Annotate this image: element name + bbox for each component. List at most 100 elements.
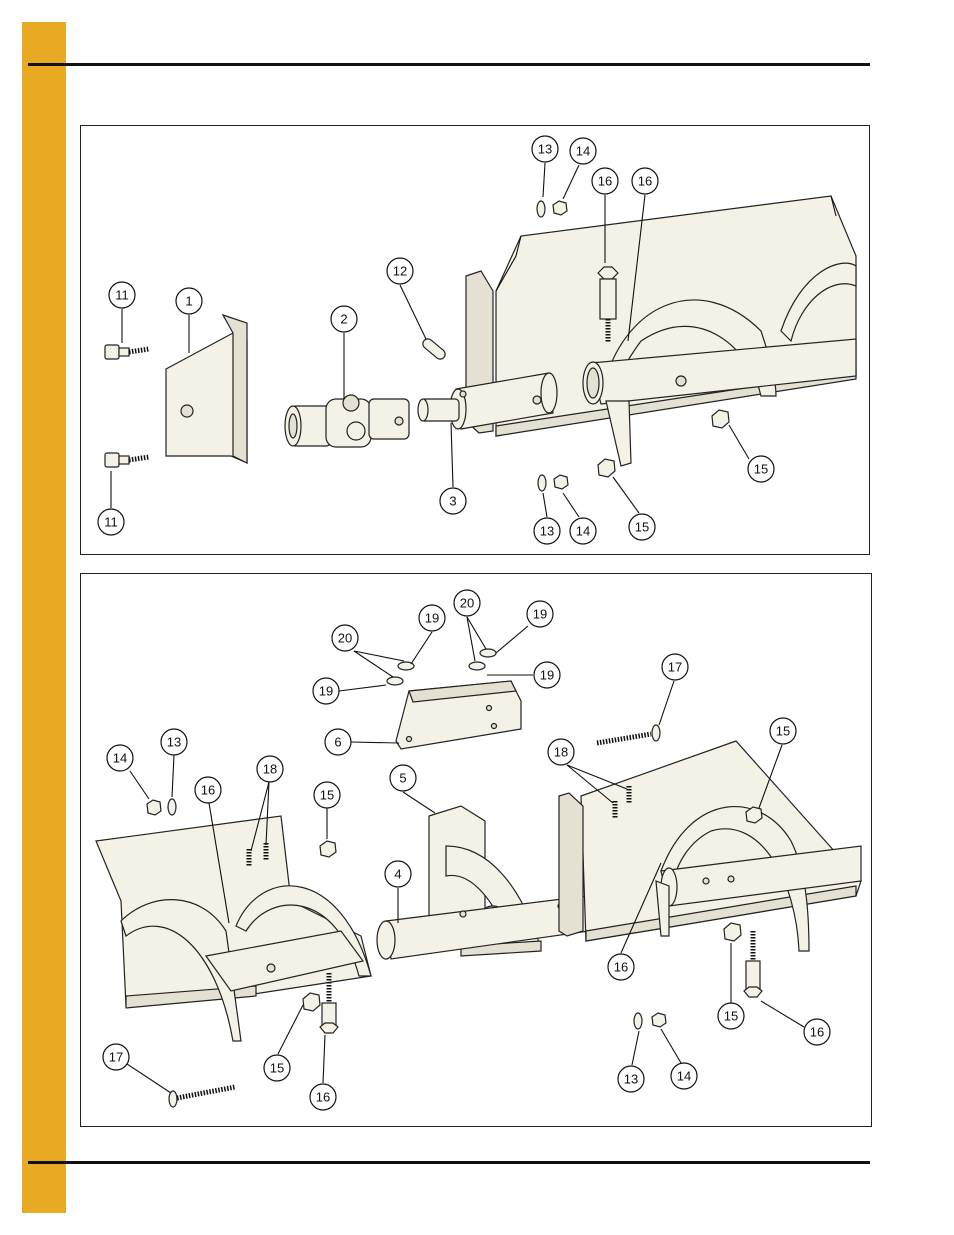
- callout-17-top: 17: [662, 654, 688, 680]
- callout-15-right-bottom: 15: [718, 1003, 744, 1029]
- callout-18-left: 18: [257, 756, 283, 782]
- washer-13-right: [634, 1013, 642, 1029]
- svg-text:14: 14: [113, 751, 127, 766]
- callout-13-top: 13: [532, 136, 558, 162]
- carriage-bolt-lower: [169, 1087, 235, 1107]
- nut-15-right-bottom: [724, 923, 741, 941]
- svg-text:16: 16: [201, 783, 215, 798]
- callout-14-top: 14: [570, 138, 596, 164]
- washer-13-bottom: [538, 475, 546, 491]
- callout-15-bottom: 15: [629, 514, 655, 540]
- svg-text:11: 11: [104, 515, 118, 530]
- nut-15-bottom: [598, 459, 615, 477]
- washer-13-top: [537, 201, 545, 217]
- svg-text:12: 12: [393, 264, 407, 279]
- svg-text:16: 16: [638, 174, 652, 189]
- callout-16-left-top: 16: [195, 777, 221, 803]
- svg-text:15: 15: [270, 1061, 284, 1076]
- svg-text:19: 19: [533, 607, 547, 622]
- svg-text:18: 18: [263, 762, 277, 777]
- svg-text:20: 20: [338, 631, 352, 646]
- svg-text:14: 14: [677, 1069, 691, 1084]
- callout-19-right-top: 19: [527, 601, 553, 627]
- svg-text:14: 14: [576, 144, 590, 159]
- nut-15-right: [712, 410, 729, 428]
- right-trough: [559, 741, 861, 951]
- callout-14-bottom: 14: [570, 518, 596, 544]
- svg-text:16: 16: [598, 174, 612, 189]
- callout-11-lower: 11: [98, 509, 124, 535]
- callout-15-left-trough: 15: [264, 1055, 290, 1081]
- footer-rule: [28, 1161, 870, 1164]
- svg-text:16: 16: [614, 960, 628, 975]
- callout-16-right: 16: [632, 168, 658, 194]
- callout-18-right: 18: [548, 739, 574, 765]
- mounting-plate: [166, 315, 247, 463]
- callout-14-right: 14: [671, 1063, 697, 1089]
- svg-text:16: 16: [316, 1090, 330, 1105]
- callout-16-left: 16: [592, 168, 618, 194]
- callout-19-right-bottom: 19: [534, 662, 560, 688]
- callout-2: 2: [331, 306, 357, 332]
- callout-17-bottom: 17: [103, 1044, 129, 1070]
- svg-text:6: 6: [334, 735, 341, 750]
- callout-5: 5: [390, 765, 416, 791]
- svg-text:5: 5: [399, 771, 406, 786]
- callout-16-right-bottom: 16: [804, 1019, 830, 1045]
- nut-15-loose: [320, 841, 336, 857]
- nut-14-right: [652, 1013, 666, 1027]
- carriage-bolt-upper: [597, 725, 660, 743]
- callout-19-left-top: 19: [419, 605, 445, 631]
- callout-20-right: 20: [454, 590, 480, 616]
- svg-text:19: 19: [319, 684, 333, 699]
- svg-text:13: 13: [624, 1072, 638, 1087]
- svg-text:13: 13: [538, 142, 552, 157]
- callout-4: 4: [385, 861, 411, 887]
- svg-text:11: 11: [115, 288, 129, 303]
- svg-text:15: 15: [724, 1009, 738, 1024]
- clamp-nuts-washers: [387, 649, 496, 685]
- nut-15-left-trough: [303, 993, 320, 1011]
- callout-19-left-bottom: 19: [313, 678, 339, 704]
- top-diagram-panel: 11 1 2 12 13 14 16 16 11 3 13 14 15 15: [80, 125, 870, 555]
- clamp-plate: [396, 681, 521, 749]
- svg-text:14: 14: [576, 524, 590, 539]
- callout-15-loose: 15: [314, 782, 340, 808]
- bottom-diagram-panel: 20 19 19 20 19 19 17 6 14 13 16 18 15 5 …: [80, 573, 872, 1127]
- callout-3: 3: [440, 488, 466, 514]
- callout-15-right: 15: [748, 456, 774, 482]
- svg-text:15: 15: [754, 462, 768, 477]
- callout-1: 1: [176, 288, 202, 314]
- svg-text:16: 16: [810, 1025, 824, 1040]
- callout-15-right-top: 15: [770, 718, 796, 744]
- svg-text:1: 1: [185, 294, 192, 309]
- callout-13-left: 13: [161, 729, 187, 755]
- nut-14-bottom: [554, 475, 568, 489]
- callout-13-right: 13: [618, 1066, 644, 1092]
- callout-6: 6: [325, 729, 351, 755]
- svg-text:18: 18: [554, 745, 568, 760]
- callout-20-left: 20: [332, 625, 358, 651]
- svg-text:13: 13: [540, 524, 554, 539]
- bolt-upper: [105, 345, 149, 359]
- callout-16-right-mid: 16: [608, 954, 634, 980]
- callout-14-left: 14: [107, 745, 133, 771]
- bottom-exploded-view: 20 19 19 20 19 19 17 6 14 13 16 18 15 5 …: [81, 574, 871, 1126]
- svg-text:3: 3: [449, 494, 456, 509]
- nut-14-top: [553, 201, 567, 215]
- svg-text:17: 17: [109, 1050, 123, 1065]
- top-exploded-view: 11 1 2 12 13 14 16 16 11 3 13 14 15 15: [81, 126, 869, 554]
- universal-joint: [285, 395, 409, 447]
- svg-text:15: 15: [635, 520, 649, 535]
- svg-text:19: 19: [425, 611, 439, 626]
- accent-bar: [22, 22, 66, 1213]
- callout-12: 12: [387, 258, 413, 284]
- callout-13-bottom: 13: [534, 518, 560, 544]
- washer-13-left: [168, 799, 176, 815]
- roll-pin: [421, 337, 447, 361]
- svg-text:15: 15: [776, 724, 790, 739]
- svg-text:15: 15: [320, 788, 334, 803]
- bolt-lower: [105, 453, 149, 467]
- header-rule: [28, 63, 870, 66]
- svg-text:4: 4: [394, 867, 401, 882]
